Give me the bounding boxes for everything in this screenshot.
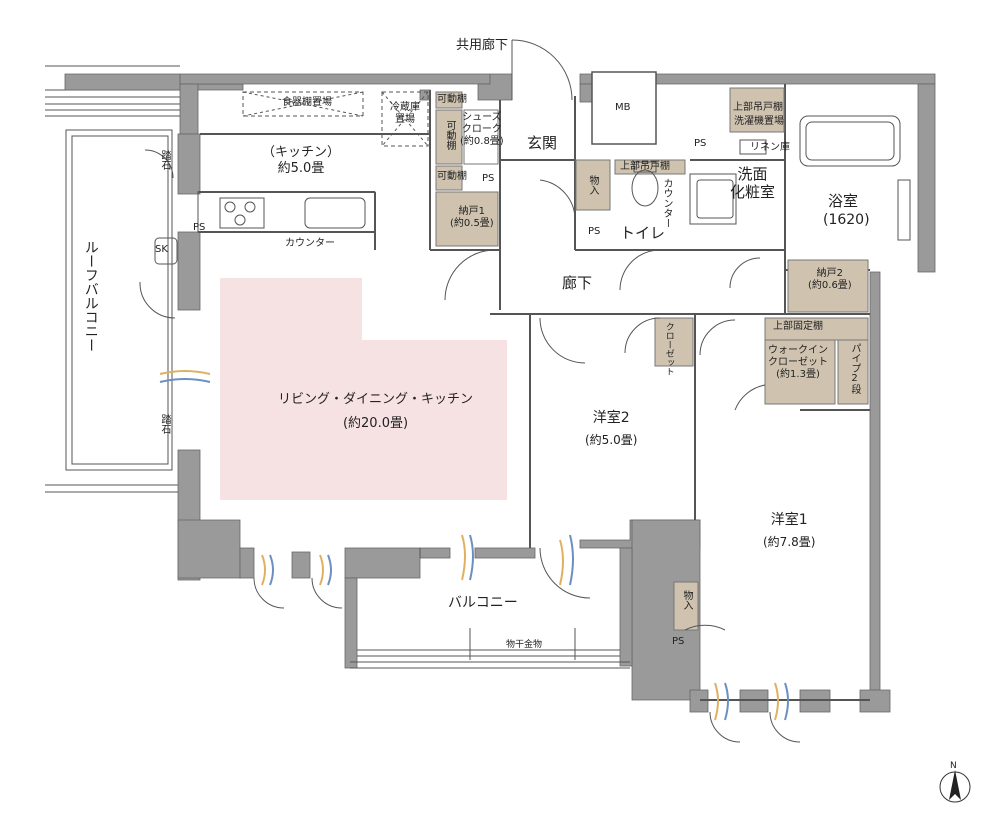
kitchen-fittings (154, 91, 429, 265)
western2-label: 洋室2 (約5.0畳) (585, 410, 637, 447)
tableware-shelf-label: 食器棚置場 (282, 97, 332, 108)
walls (64, 73, 936, 713)
north-arrow-icon (939, 770, 971, 803)
ldk-label: リビング・ダイニング・キッチン (約20.0畳) (278, 392, 473, 431)
roof-balcony-label: ルーフバルコニー (82, 240, 99, 352)
ldk-highlight (220, 278, 507, 500)
toilet-counter-label: カウンター (661, 178, 672, 228)
window-markers (159, 370, 789, 721)
balcony-lines (350, 548, 630, 669)
storage-small-entrance: 物入 (587, 175, 598, 195)
movable-shelf-vertical: 可動棚 (444, 120, 455, 150)
toilet-label: トイレ (620, 224, 666, 242)
shoes-closet-label: シューズ クローク (約0.8畳) (460, 112, 504, 147)
fridge-label: 冷蔵庫 置場 (390, 102, 420, 125)
step-top: 踏石 (159, 150, 170, 170)
mb-box (591, 71, 657, 145)
movable-shelf-bottom: 可動棚 (437, 171, 467, 182)
north-label: N (950, 761, 957, 771)
western1-name: 洋室1 (770, 512, 808, 528)
bath-fittings (631, 115, 911, 241)
ldk-name: リビング・ダイニング・キッチン (278, 392, 474, 407)
washroom-label: 洗面 化粧室 (730, 165, 776, 201)
movable-shelf-top: 可動棚 (437, 94, 467, 105)
kitchen-name: （キッチン） (262, 145, 341, 160)
ps-label-entrance: PS (482, 173, 495, 184)
ps-label-kitchen: PS (193, 222, 206, 233)
sk-label: SK (155, 244, 168, 255)
upper-hanging-shelf-label: 上部吊戸棚 (620, 161, 670, 172)
bath-size-label: (1620) (823, 212, 870, 228)
linen-label: リネン庫 (750, 142, 790, 153)
western1-size: (約7.8畳) (763, 534, 816, 549)
storage1-label: 納戸1 (約0.5畳) (450, 206, 494, 229)
bath-label: 浴室 (828, 192, 859, 210)
hallway-label: 廊下 (562, 274, 593, 292)
upper-shelf-laundry-label: 上部吊戸棚 (733, 102, 783, 113)
western2-name: 洋室2 (592, 410, 630, 426)
storage-boxes (435, 87, 869, 631)
ps-label-washroom: PS (694, 138, 707, 149)
kitchen-size: 約5.0畳 (277, 160, 325, 176)
ps-label-western1: PS (672, 636, 685, 647)
ps-label-toilet: PS (588, 226, 601, 237)
mb-label: MB (615, 102, 631, 113)
common-corridor-label: 共用廊下 (456, 38, 509, 53)
western2-size: (約5.0畳) (585, 432, 638, 447)
entrance-label: 玄関 (527, 134, 558, 152)
western1-label: 洋室1 (約7.8畳) (763, 512, 815, 549)
step-bottom: 踏石 (159, 414, 170, 434)
roof-balcony-railing (45, 65, 180, 493)
doors (139, 39, 801, 743)
wic-label: ウォークイン クローゼット (約1.3畳) (768, 345, 828, 380)
ldk-size: (約20.0畳) (342, 415, 409, 431)
upper-fixed-shelf-label: 上部固定棚 (773, 321, 823, 332)
laundry-place-label: 洗濯機置場 (734, 116, 784, 127)
balcony-label: バルコニー (448, 595, 518, 611)
storage-small-western1: 物入 (681, 590, 692, 610)
kitchen-counter-label: カウンター (285, 238, 335, 249)
pipe-label: パイプ2段 (849, 343, 860, 394)
drying-rack-label: 物干金物 (506, 640, 543, 650)
kitchen-label: （キッチン） 約5.0畳 (262, 145, 340, 176)
storage2-label: 納戸2 (約0.6畳) (808, 268, 852, 291)
closet-label: クローゼット (663, 322, 674, 376)
